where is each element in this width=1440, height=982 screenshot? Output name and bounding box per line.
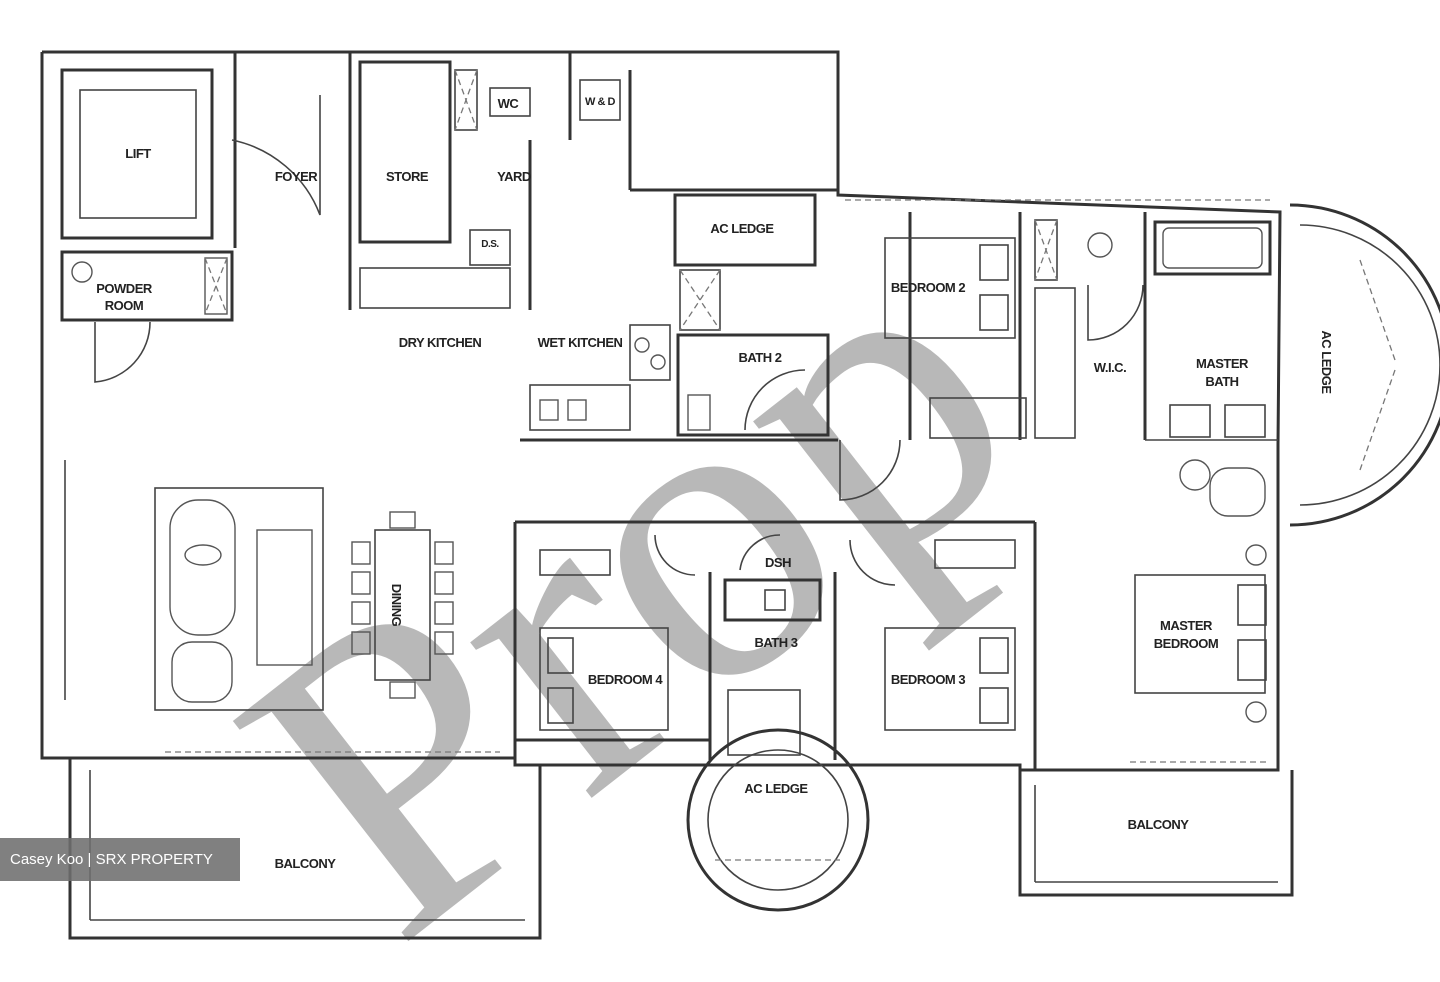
- label-bedroom-4: BEDROOM 4: [588, 672, 664, 687]
- label-wic: W.I.C.: [1094, 360, 1126, 375]
- label-dining: DINING: [389, 584, 404, 627]
- ac-ledge-bottom-outline: [686, 728, 870, 912]
- agent-caption: Casey Koo | SRX PROPERTY: [0, 838, 240, 881]
- label-ac-ledge-right: AC LEDGE: [1319, 330, 1334, 394]
- label-wet-kitchen: WET KITCHEN: [538, 335, 623, 350]
- label-balcony-left: BALCONY: [275, 856, 337, 871]
- label-wc: WC: [498, 96, 520, 111]
- foyer-door: [231, 52, 321, 248]
- lift-shaft: [60, 68, 214, 240]
- label-bath-3: BATH 3: [755, 635, 798, 650]
- label-master-bedroom-2: BEDROOM: [1154, 636, 1218, 651]
- label-powder: POWDER: [96, 281, 153, 296]
- label-bedroom-2: BEDROOM 2: [891, 280, 966, 295]
- bedroom-2-block: [884, 212, 1144, 440]
- master-bedroom-block: [1134, 459, 1267, 723]
- label-balcony-right: BALCONY: [1128, 817, 1190, 832]
- powder-room: [60, 250, 234, 383]
- label-bath-2: BATH 2: [739, 350, 782, 365]
- bath-3-block: [708, 534, 837, 760]
- ac-ledge-right-outline: [1289, 203, 1440, 527]
- store-block: [348, 52, 632, 310]
- living-furniture: [154, 487, 324, 711]
- label-master-bedroom: MASTER: [1160, 618, 1213, 633]
- label-store: STORE: [386, 169, 429, 184]
- bedroom-3-block: [849, 539, 1016, 731]
- balcony-right-outline: [1018, 770, 1294, 897]
- label-wd: W & D: [585, 96, 615, 108]
- outer-walls: [40, 50, 1282, 772]
- label-dry-kitchen: DRY KITCHEN: [399, 335, 482, 350]
- wet-kitchen-block: [520, 188, 901, 501]
- label-dsh: DSH: [765, 555, 791, 570]
- label-ac-ledge-top: AC LEDGE: [710, 221, 774, 236]
- label-lift: LIFT: [125, 146, 151, 161]
- label-master-bath-2: BATH: [1205, 374, 1238, 389]
- dining-table: [351, 511, 454, 699]
- label-bedroom-3: BEDROOM 3: [891, 672, 966, 687]
- label-yard: YARD: [497, 169, 531, 184]
- label-powder-room: ROOM: [105, 298, 143, 313]
- room-labels: LIFT FOYER STORE WC W & D YARD D.S. POWD…: [96, 96, 1334, 871]
- master-bath-block: [1087, 212, 1278, 441]
- sliding-doors: [64, 199, 1270, 763]
- bedroom-4-block: [515, 534, 710, 742]
- label-ds: D.S.: [481, 239, 499, 250]
- label-ac-ledge-bottom: AC LEDGE: [744, 781, 808, 796]
- label-foyer: FOYER: [275, 169, 318, 184]
- label-master-bath: MASTER: [1196, 356, 1249, 371]
